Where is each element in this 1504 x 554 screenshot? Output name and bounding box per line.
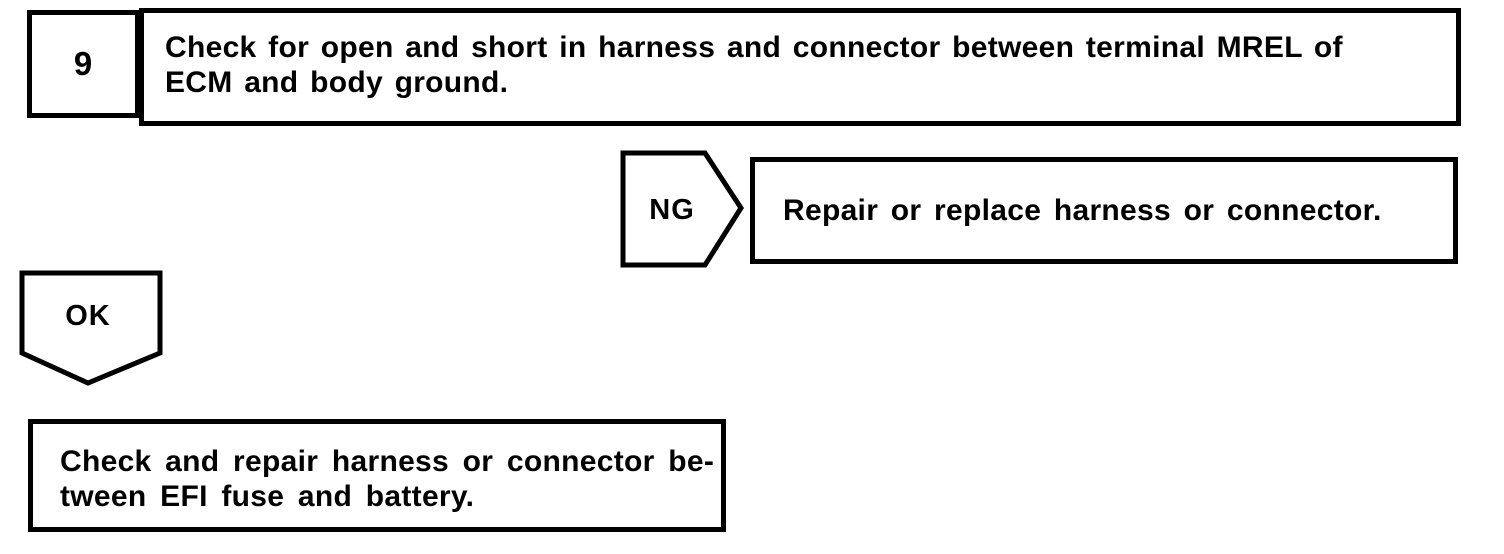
ok-branch-connector: OK [19,270,163,386]
step-instruction-line-1: Check for open and short in harness and … [165,31,1343,64]
ok-result-line-1: Check and repair harness or connector be… [60,445,715,478]
ok-result-line-2: tween EFI fuse and battery. [60,480,475,513]
ng-result-box: Repair or replace harness or connector. [750,157,1458,264]
step-number: 9 [73,45,94,82]
ng-label: NG [649,194,695,226]
step-instruction-line-2: ECM and body ground. [165,66,509,99]
ok-pentagon-shape [19,270,163,386]
ok-result-box: Check and repair harness or connector be… [28,419,726,532]
ng-pentagon-shape [620,150,744,268]
step-instruction-box: Check for open and short in harness and … [139,8,1461,126]
ng-result-text: Repair or replace harness or connector. [783,193,1382,227]
step-number-box: 9 [27,10,140,118]
ng-branch-connector: NG [620,150,744,268]
ok-label: OK [65,300,111,332]
